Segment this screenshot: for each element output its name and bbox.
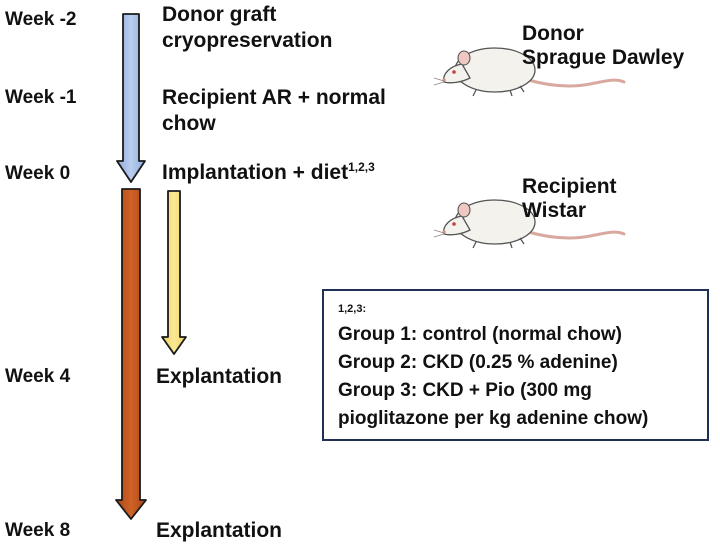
step-implantation: Implantation + diet1,2,3 <box>162 160 375 186</box>
diet-groups-legend: 1,2,3: Group 1: control (normal chow) Gr… <box>322 289 709 441</box>
donor-rat-icon <box>433 47 626 97</box>
legend-group-2: Group 2: CKD (0.25 % adenine) <box>338 352 618 373</box>
step-explantation-week4: Explantation <box>156 365 283 388</box>
step-recipient-ar: Recipient AR + normal chow <box>162 85 386 137</box>
step-explantation-week8: Explantation <box>156 519 283 542</box>
step-implantation-superscript: 1,2,3 <box>348 160 375 174</box>
donor-label-line1: Donor <box>522 22 584 45</box>
week-label-minus2: Week -2 <box>5 9 77 30</box>
donor-label-line2: Sprague Dawley <box>522 46 685 69</box>
recipient-label-line1: Recipient <box>522 175 617 198</box>
recipient-rat-icon <box>433 199 626 249</box>
step-donor-graft-line2: cryopreservation <box>162 29 333 52</box>
main-timeline-arrow <box>115 188 147 520</box>
step-implantation-text: Implantation + diet <box>162 161 349 184</box>
recipient-label-line2: Wistar <box>522 199 586 222</box>
step-recipient-ar-line2: chow <box>162 112 216 135</box>
recipient-label: Recipient Wistar <box>522 175 617 223</box>
step-recipient-ar-line1: Recipient AR + normal <box>162 86 386 109</box>
week-label-0: Week 0 <box>5 163 71 184</box>
four-week-arrow <box>161 190 187 355</box>
week-label-8: Week 8 <box>5 520 71 541</box>
week-label-4: Week 4 <box>5 366 71 387</box>
week-label-minus1: Week -1 <box>5 87 77 108</box>
legend-group-1: Group 1: control (normal chow) <box>338 324 622 345</box>
pre-implantation-arrow <box>116 13 146 183</box>
step-donor-graft: Donor graft cryopreservation <box>162 2 332 54</box>
legend-header: 1,2,3: <box>338 303 367 315</box>
donor-label: Donor Sprague Dawley <box>522 22 684 70</box>
legend-group-3-cont: pioglitazone per kg adenine chow) <box>338 408 649 429</box>
legend-group-3: Group 3: CKD + Pio (300 mg <box>338 380 592 401</box>
step-donor-graft-line1: Donor graft <box>162 3 277 26</box>
